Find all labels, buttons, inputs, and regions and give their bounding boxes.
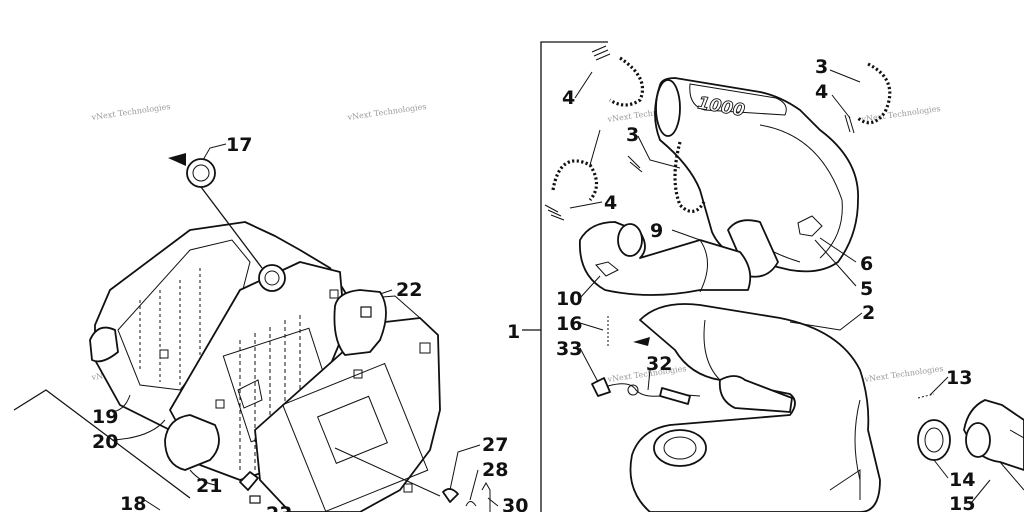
watermark: vNext Technologies <box>863 364 944 384</box>
gaskets-and-flange <box>917 399 1024 491</box>
exhaust-sensor <box>591 337 701 405</box>
callout-30: 30 <box>502 495 528 512</box>
callout-23: 23 <box>266 503 292 512</box>
elbow-pipe <box>579 221 752 296</box>
callout-4: 4 <box>604 192 617 214</box>
callout-labels: 1 2 3 3 4 4 4 5 6 9 10 13 14 15 16 17 18… <box>92 56 975 512</box>
callout-20: 20 <box>92 431 118 453</box>
floor-line <box>13 389 191 499</box>
callout-21: 21 <box>196 475 222 497</box>
callout-5: 5 <box>860 278 873 300</box>
callout-9: 9 <box>650 220 663 242</box>
callout-28: 28 <box>482 459 508 481</box>
callout-4: 4 <box>562 87 575 109</box>
silencer-grommet <box>258 264 286 292</box>
callout-22: 22 <box>396 279 422 301</box>
main-exhaust-pipe <box>629 303 881 512</box>
direction-arrow <box>168 153 186 166</box>
callout-15: 15 <box>949 493 975 512</box>
callout-1: 1 <box>507 321 520 343</box>
callout-14: 14 <box>949 469 975 491</box>
direction-arrow <box>633 337 650 346</box>
callout-6: 6 <box>860 253 873 275</box>
watermark: vNext Technologies <box>90 102 171 122</box>
callout-3: 3 <box>815 56 828 78</box>
grommet-17 <box>168 153 263 269</box>
callout-4: 4 <box>815 81 828 103</box>
muffler: 1000 <box>654 77 859 278</box>
callout-32: 32 <box>646 353 672 375</box>
watermark: vNext Technologies <box>346 102 427 122</box>
callout-16: 16 <box>556 313 582 335</box>
silencer-boot <box>333 289 387 356</box>
callout-13: 13 <box>946 367 972 389</box>
callout-33: 33 <box>556 338 582 360</box>
callout-10: 10 <box>556 288 582 310</box>
callout-2: 2 <box>862 302 875 324</box>
callout-27: 27 <box>482 434 508 456</box>
fasteners-27-28-30 <box>442 481 491 512</box>
callout-19: 19 <box>92 406 118 428</box>
assembly-bracket <box>522 41 608 512</box>
callout-17: 17 <box>226 134 252 156</box>
leader-lines <box>111 69 991 511</box>
silencer-intake-duct <box>164 414 220 471</box>
callout-18: 18 <box>120 493 146 512</box>
callout-3: 3 <box>626 124 639 146</box>
air-silencer-assembly <box>13 221 441 512</box>
